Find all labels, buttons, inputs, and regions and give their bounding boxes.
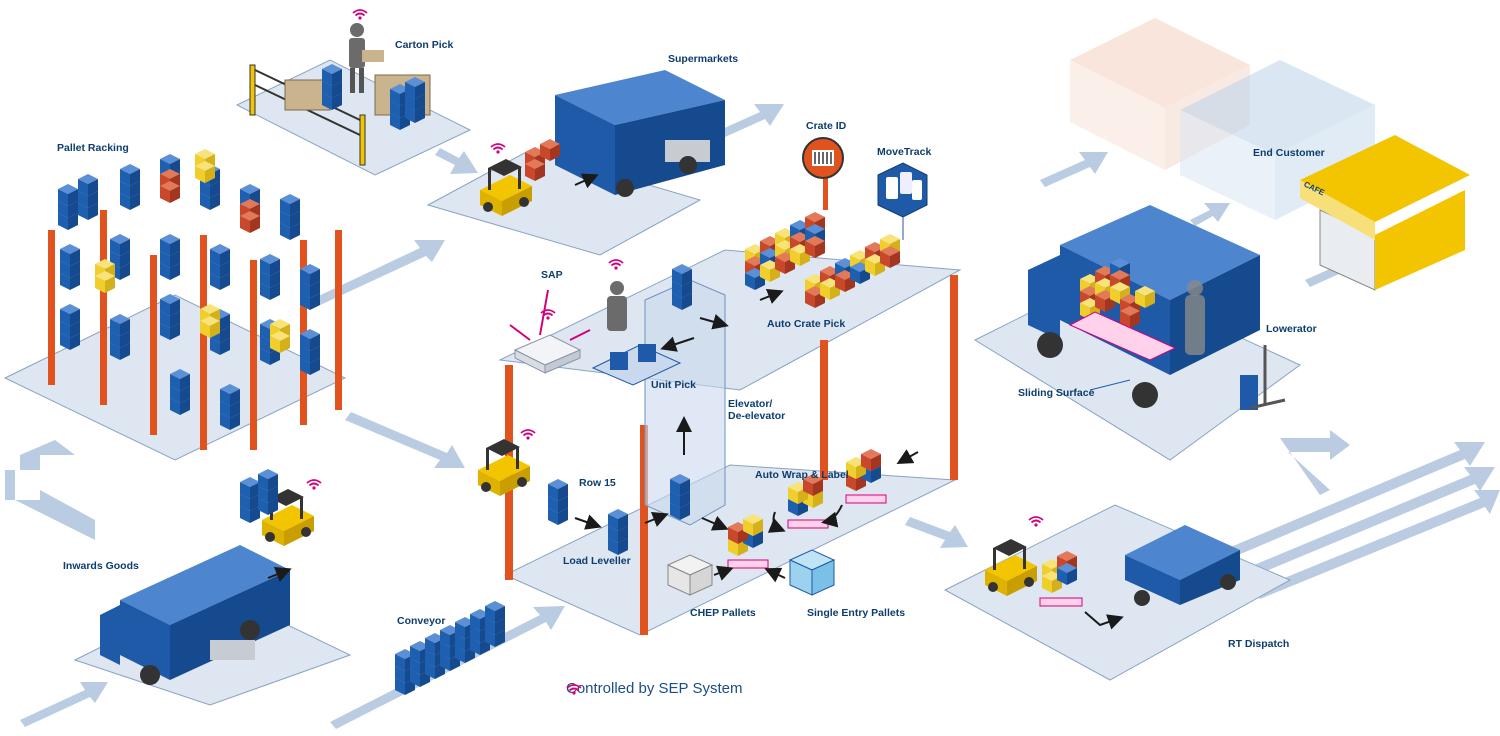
rt-dispatch-scene bbox=[985, 525, 1240, 630]
delivery-truck bbox=[1028, 205, 1286, 410]
carton-pick-station bbox=[249, 23, 431, 166]
chep-pallet-stack bbox=[666, 554, 714, 596]
label-movetrack: MoveTrack bbox=[877, 146, 932, 158]
legend-text: Controlled by SEP System bbox=[566, 680, 743, 697]
upper-deck-equipment bbox=[509, 212, 900, 386]
flow-arrows bbox=[5, 104, 1500, 729]
single-entry-pallet-stack bbox=[788, 549, 836, 596]
label-auto-wrap-label: Auto Wrap & Label bbox=[755, 469, 849, 481]
label-conveyor: Conveyor bbox=[397, 615, 446, 627]
end-customer-buildings bbox=[1070, 18, 1470, 291]
wifi-icon bbox=[306, 479, 322, 491]
movetrack-badge bbox=[877, 162, 928, 240]
rt-dispatch-platform bbox=[943, 504, 1292, 681]
wifi-icon bbox=[1028, 516, 1044, 528]
label-sliding-surface: Sliding Surface bbox=[1018, 387, 1095, 399]
wifi-icon bbox=[608, 259, 624, 271]
cafe-building bbox=[1300, 135, 1470, 291]
label-row-15: Row 15 bbox=[579, 477, 616, 489]
label-lowerator: Lowerator bbox=[1266, 323, 1317, 335]
label-single-entry-pallets: Single Entry Pallets bbox=[807, 607, 906, 619]
label-end-customer: End Customer bbox=[1253, 147, 1325, 159]
label-sap: SAP bbox=[541, 269, 563, 281]
label-unit-pick: Unit Pick bbox=[651, 379, 696, 391]
label-rt-dispatch: RT Dispatch bbox=[1228, 638, 1290, 650]
wifi-icon bbox=[566, 683, 582, 695]
wifi-icon bbox=[352, 9, 368, 21]
label-carton-pick: Carton Pick bbox=[395, 39, 454, 51]
lower-deck-equipment bbox=[478, 439, 919, 596]
label-chep-pallets: CHEP Pallets bbox=[690, 607, 756, 619]
inwards-goods-truck bbox=[100, 469, 314, 685]
legend: Controlled by SEP System bbox=[566, 680, 742, 697]
label-auto-crate-pick: Auto Crate Pick bbox=[767, 318, 846, 330]
label-crate-id: Crate ID bbox=[806, 120, 847, 132]
label-inwards-goods: Inwards Goods bbox=[63, 560, 139, 572]
crate-id-badge bbox=[802, 137, 844, 179]
upper-deck-platform bbox=[498, 249, 962, 391]
label-pallet-racking: Pallet Racking bbox=[57, 142, 129, 154]
supermarkets-truck bbox=[480, 70, 725, 216]
wifi-icon bbox=[520, 429, 536, 441]
label-elevator: Elevator/ De-elevator bbox=[728, 398, 786, 422]
wifi-icon bbox=[490, 143, 506, 155]
label-supermarkets: Supermarkets bbox=[668, 53, 739, 65]
label-load-leveller: Load Leveller bbox=[563, 555, 631, 567]
pallet-racking bbox=[48, 149, 342, 450]
